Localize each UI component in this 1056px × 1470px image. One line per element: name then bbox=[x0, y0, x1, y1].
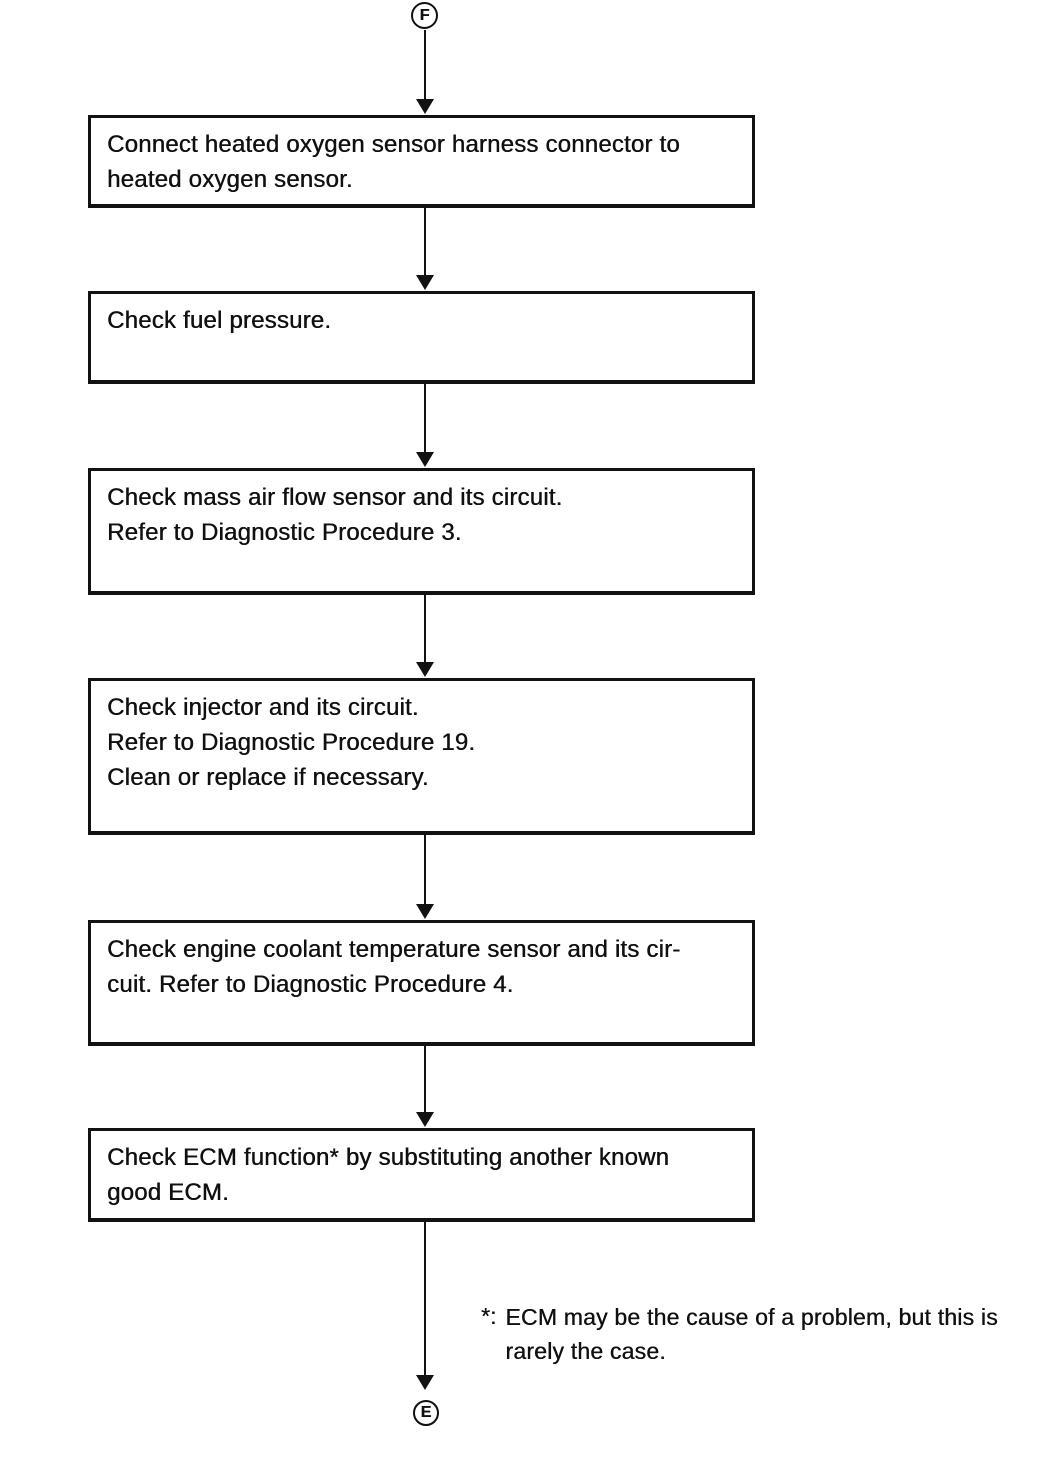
footnote-line: ECM may be the cause of a problem, but t… bbox=[505, 1304, 998, 1330]
step-box-check-fuel-pressure: Check fuel pressure. bbox=[88, 291, 755, 384]
flow-arrow-2 bbox=[416, 208, 434, 290]
step-text-line: heated oxygen sensor. bbox=[107, 166, 353, 193]
step-text-line: Refer to Diagnostic Procedure 3. bbox=[107, 519, 462, 546]
step-text-line: Clean or replace if necessary. bbox=[107, 764, 429, 791]
step-box-check-maf-sensor: Check mass air flow sensor and its circu… bbox=[88, 468, 755, 595]
step-text-line: Check injector and its circuit. bbox=[107, 694, 419, 721]
connector-f-label: F bbox=[419, 6, 430, 24]
footnote-text: ECM may be the cause of a problem, but t… bbox=[505, 1300, 997, 1368]
flow-arrow-5 bbox=[416, 835, 434, 919]
step-text-line: Connect heated oxygen sensor harness con… bbox=[107, 131, 680, 158]
step-text-line: Refer to Diagnostic Procedure 19. bbox=[107, 729, 476, 756]
flow-arrow-7 bbox=[416, 1222, 434, 1390]
step-text-line: Check engine coolant temperature sensor … bbox=[107, 936, 681, 963]
step-box-connect-oxygen-sensor: Connect heated oxygen sensor harness con… bbox=[88, 115, 755, 208]
step-box-check-coolant-temp-sensor: Check engine coolant temperature sensor … bbox=[88, 920, 755, 1046]
step-text-line: good ECM. bbox=[107, 1179, 229, 1206]
flow-arrow-3 bbox=[416, 384, 434, 467]
footnote-marker: *: bbox=[481, 1303, 497, 1329]
step-text-line: cuit. Refer to Diagnostic Procedure 4. bbox=[107, 971, 514, 998]
connector-e-label: E bbox=[420, 1404, 432, 1421]
footnote: *: ECM may be the cause of a problem, bu… bbox=[481, 1300, 998, 1368]
flow-arrow-1 bbox=[416, 30, 434, 114]
connector-f-circle: F bbox=[411, 2, 438, 29]
step-text-line: Check mass air flow sensor and its circu… bbox=[107, 484, 563, 511]
step-box-check-injector: Check injector and its circuit. Refer to… bbox=[88, 678, 755, 835]
step-text-line: Check fuel pressure. bbox=[107, 307, 332, 334]
flow-arrow-4 bbox=[416, 595, 434, 677]
step-box-check-ecm-function: Check ECM function* by substituting anot… bbox=[88, 1128, 755, 1222]
step-text-line: Check ECM function* by substituting anot… bbox=[107, 1144, 670, 1171]
footnote-line: rarely the case. bbox=[505, 1338, 666, 1364]
connector-e-circle: E bbox=[413, 1400, 439, 1426]
flow-arrow-6 bbox=[416, 1046, 434, 1127]
